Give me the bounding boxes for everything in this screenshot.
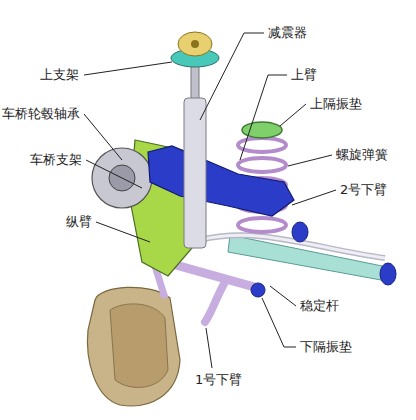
part-label: 螺旋弹簧 [336,147,388,163]
stabilizer-bar-hl [200,235,385,258]
upper-mount-top [178,32,212,56]
part-label: 车桥轮毂轴承 [2,106,80,122]
part-label: 2号下臂 [340,182,387,198]
part-label: 稳定杆 [300,298,339,314]
part-label: 下隔振垫 [300,339,352,355]
part-label: 上隔振垫 [310,96,362,112]
shock-absorber [184,98,206,248]
bushing [251,283,265,297]
brake-caliper [87,287,180,406]
bushing [292,222,308,242]
part-label: 上支架 [40,67,79,83]
upper-mount-bolt [191,40,199,48]
lower-arm-1 [165,262,258,288]
part-label: 纵臂 [66,214,92,230]
brake-caliper-inner [110,304,168,388]
upper-arm [148,146,294,216]
part-label: 上臂 [291,67,317,83]
part-label: 车桥支架 [30,152,82,168]
bushing [380,263,396,285]
part-label: 减震器 [268,25,307,41]
lower-arm-1-link [205,282,225,322]
leader-lines [84,33,336,368]
stabilizer-bar [200,235,385,258]
part-label: 1号下臂 [195,372,242,388]
